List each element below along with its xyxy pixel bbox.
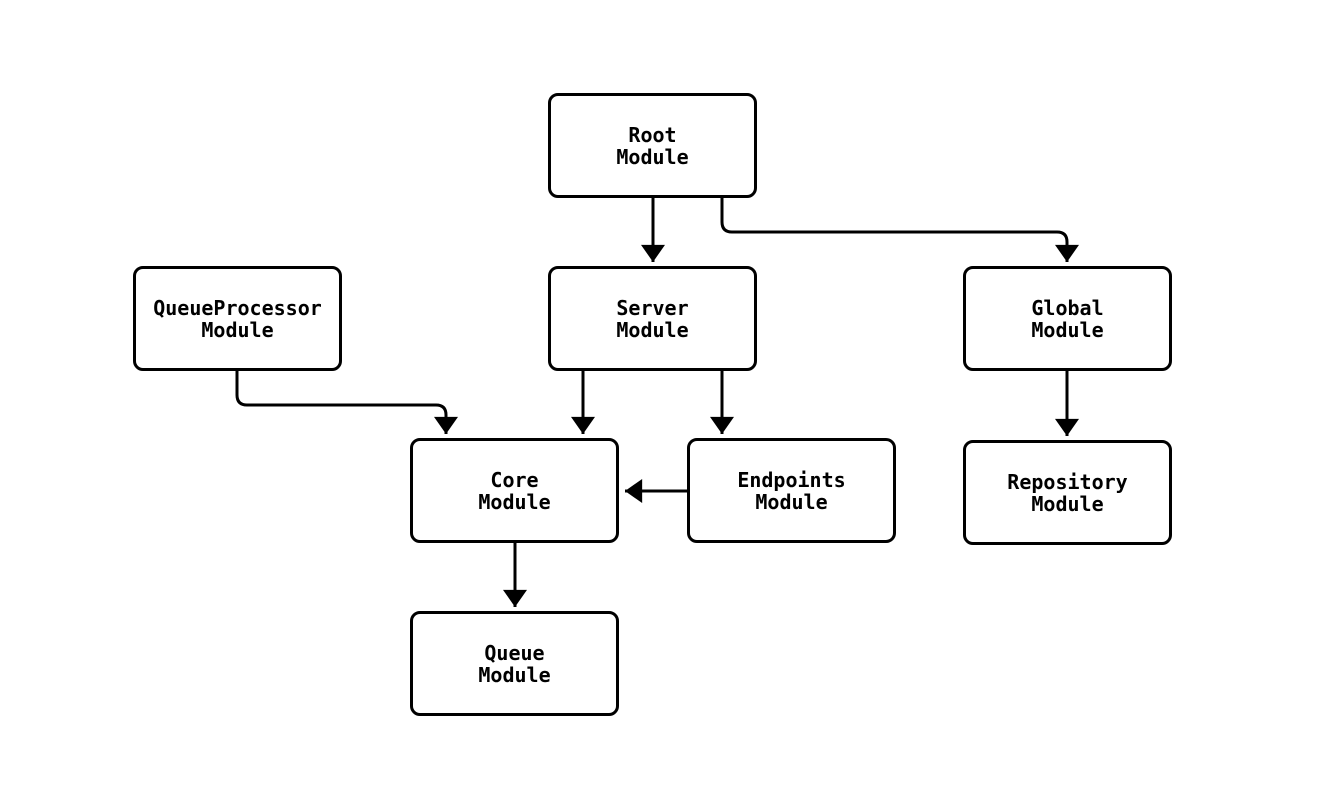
node-label-line1: Global	[1031, 295, 1104, 320]
edge-root-to-global	[720, 198, 1079, 262]
node-global-module: Global Module	[963, 266, 1172, 371]
node-label-line1: Root	[628, 122, 677, 147]
node-repository-module: Repository Module	[963, 440, 1172, 545]
node-label-line2: Module	[755, 489, 828, 514]
node-label-line2: Module	[201, 317, 274, 342]
node-label-line1: Core	[490, 467, 539, 492]
node-endpoints-module: Endpoints Module	[687, 438, 896, 543]
node-label-line2: Module	[478, 489, 551, 514]
node-server-module: Server Module	[548, 266, 757, 371]
node-root-module: Root Module	[548, 93, 757, 198]
node-label-line1: Endpoints	[737, 467, 846, 492]
node-label-line2: Module	[616, 144, 689, 169]
node-core-module: Core Module	[410, 438, 619, 543]
node-label-line2: Module	[1031, 491, 1104, 516]
node-queueprocessor-module: QueueProcessor Module	[133, 266, 342, 371]
node-label-line1: Server	[616, 295, 689, 320]
node-label-line1: Queue	[484, 640, 545, 665]
node-label-line2: Module	[1031, 317, 1104, 342]
node-label-line2: Module	[478, 662, 551, 687]
node-label-line1: Repository	[1007, 469, 1128, 494]
node-label-line2: Module	[616, 317, 689, 342]
node-label-line1: QueueProcessor	[153, 295, 322, 320]
edge-queueprocessor-to-core	[235, 371, 458, 435]
node-queue-module: Queue Module	[410, 611, 619, 716]
